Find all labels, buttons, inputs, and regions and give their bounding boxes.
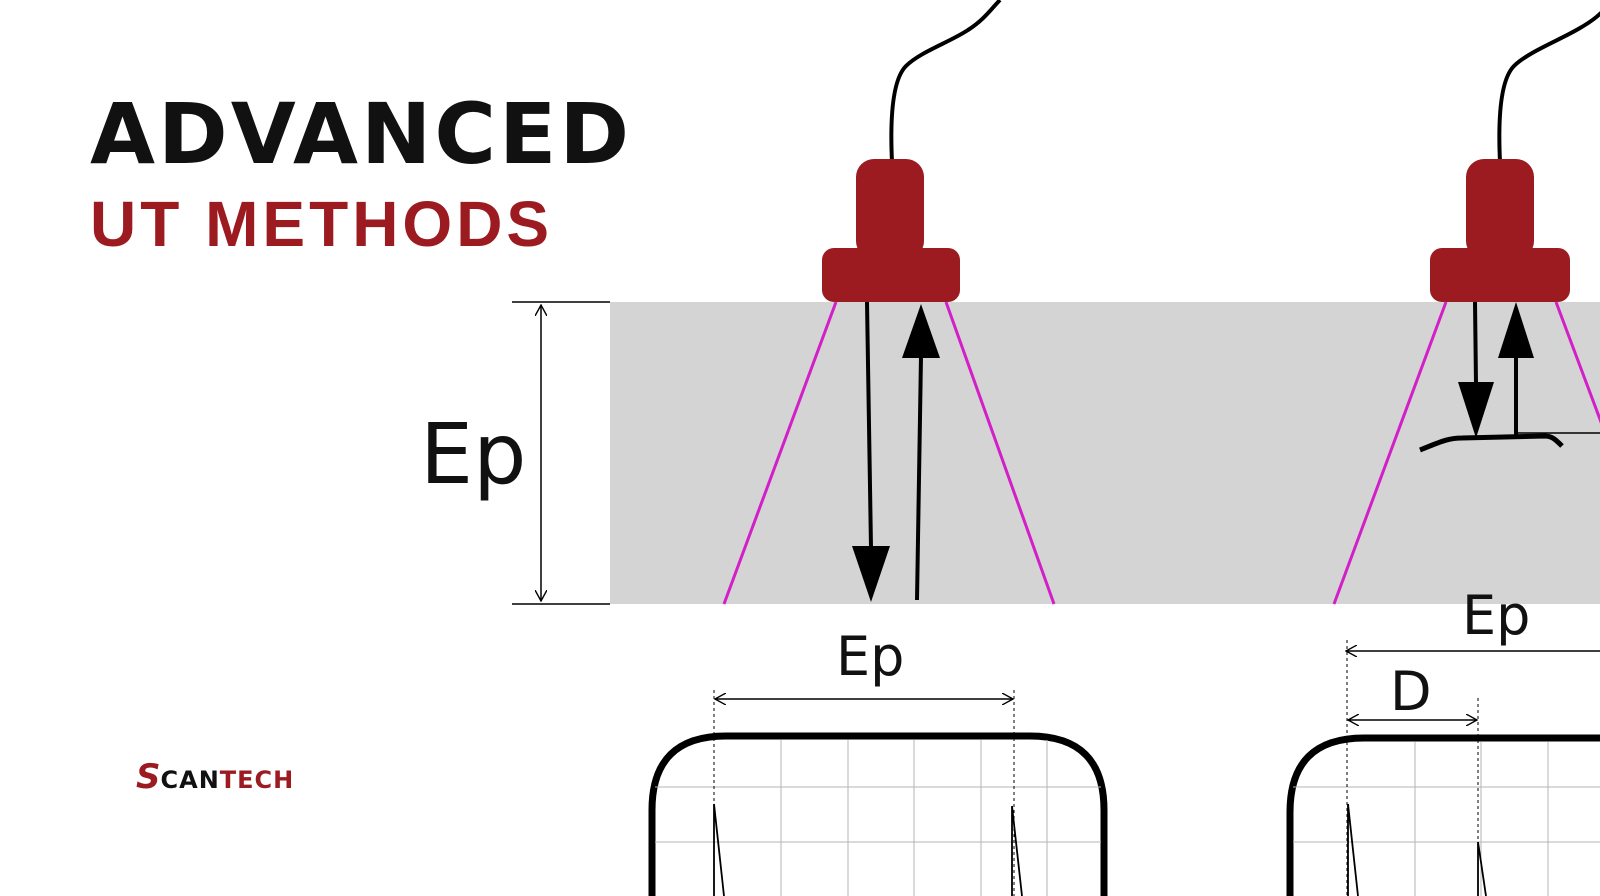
scantech-logo: S CAN TECH [136,760,294,794]
specimen-block [610,302,1600,604]
title-advanced: ADVANCED [90,85,633,183]
cable-icon [1497,11,1600,163]
transducer-icon [822,159,960,302]
title-ut-methods: UT METHODS [90,188,554,260]
a-scan-screen-left [648,690,1108,896]
logo-text-dark: CAN [160,766,220,794]
transducer-icon [1430,159,1570,302]
sound-path-left [852,301,940,602]
screen-label-ep-left: Ep [836,625,904,688]
logo-text-red: TECH [219,766,295,794]
cable-icon [889,0,1002,163]
defect-reflector [1419,433,1564,453]
logo-letter-s: S [136,757,161,797]
thickness-label-ep: Ep [420,405,526,503]
beam-spread-left [722,301,1056,605]
a-scan-screen-right [1286,640,1600,896]
beam-spread-right [1332,301,1600,605]
screen-label-ep-right: Ep [1462,584,1530,647]
defect-label-d: D [1390,660,1432,723]
thickness-dimension [512,301,610,605]
sound-path-right [1458,301,1600,438]
